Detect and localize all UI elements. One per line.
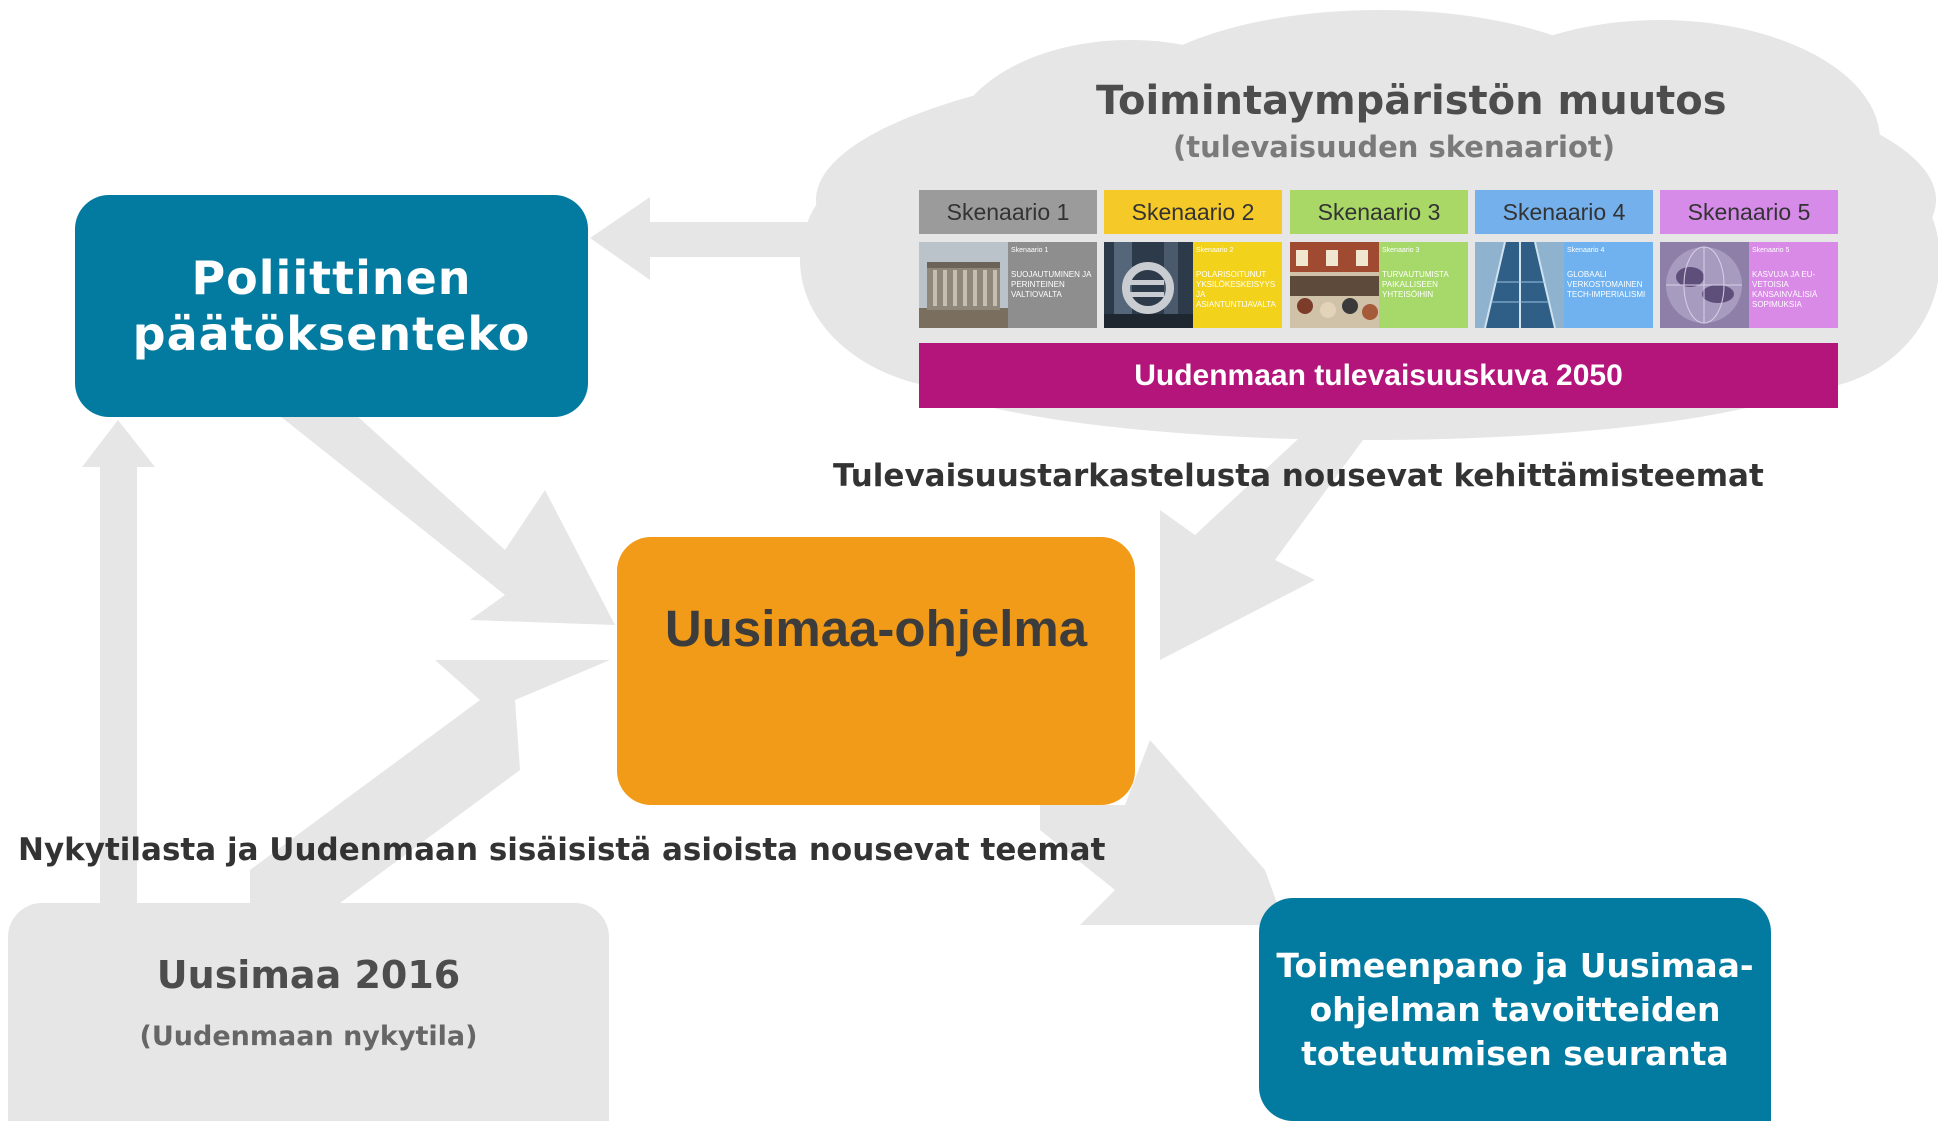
scenario-1-caption: Skenaario 1 Suojautuminen ja perinteinen… bbox=[1008, 242, 1097, 328]
scenario-5: Skenaario 5 Skenaario 5 Kasvuja ja EU-ve… bbox=[1660, 190, 1838, 328]
scenario-4: Skenaario 4 Skenaario 4 Globaali verkost… bbox=[1475, 190, 1653, 328]
scenario-5-label: Skenaario 5 bbox=[1660, 190, 1838, 234]
parliament-building-image bbox=[919, 242, 1008, 328]
scenario-4-caption-text: Globaali verkostomainen tech-imperialism… bbox=[1567, 270, 1646, 299]
scenario-3-caption-text: Turvautumista paikalliseen yhteisöihin bbox=[1382, 270, 1449, 299]
future-themes-label: Tulevaisuustarkastelusta nousevat kehitt… bbox=[833, 458, 1764, 494]
euro-sculpture-image bbox=[1104, 242, 1193, 328]
scenario-2-caption: Skenaario 2 Polarisoitunut yksilökeskeis… bbox=[1193, 242, 1282, 328]
scenario-3-caption: Skenaario 3 Turvautumista paikalliseen y… bbox=[1379, 242, 1468, 328]
cloud-subtitle: (tulevaisuuden skenaariot) bbox=[1173, 130, 1616, 164]
scenario-2-caption-text: Polarisoitunut yksilökeskeisyys ja asian… bbox=[1196, 270, 1276, 309]
scenario-4-label: Skenaario 4 bbox=[1475, 190, 1653, 234]
scenario-1-caption-text: Suojautuminen ja perinteinen valtiovalta bbox=[1011, 270, 1092, 299]
current-state-box: Uusimaa 2016 (Uudenmaan nykytila) bbox=[8, 903, 609, 1121]
policy-title-line1: Poliittinen bbox=[191, 251, 472, 305]
implementation-line1: Toimeenpano ja Uusimaa- bbox=[1276, 945, 1754, 985]
cloud-title: Toimintaympäristön muutos bbox=[1096, 78, 1727, 124]
scenario-3-caption-title: Skenaario 3 bbox=[1382, 247, 1420, 254]
scenario-3-thumbnail: Skenaario 3 Turvautumista paikalliseen y… bbox=[1290, 242, 1468, 328]
scenario-4-thumbnail: Skenaario 4 Globaali verkostomainen tech… bbox=[1475, 242, 1653, 328]
scenario-2-label: Skenaario 2 bbox=[1104, 190, 1282, 234]
scenario-2-caption-title: Skenaario 2 bbox=[1196, 247, 1234, 254]
arrow-current-to-policy bbox=[82, 420, 155, 903]
scenario-4-caption-title: Skenaario 4 bbox=[1567, 247, 1605, 254]
scenario-5-thumbnail: Skenaario 5 Kasvuja ja EU-vetoisia kansa… bbox=[1660, 242, 1838, 328]
scenario-2: Skenaario 2 Skenaario 2 Polarisoitunut y… bbox=[1104, 190, 1282, 328]
scenario-1: Skenaario 1 Skenaario 1 Suojautuminen ja… bbox=[919, 190, 1097, 328]
glass-skyscraper-image bbox=[1475, 242, 1564, 328]
scenario-5-caption-text: Kasvuja ja EU-vetoisia kansainvälisiä so… bbox=[1752, 270, 1818, 309]
present-themes-label: Nykytilasta ja Uudenmaan sisäisistä asio… bbox=[18, 832, 1106, 868]
scenario-2-thumbnail: Skenaario 2 Polarisoitunut yksilökeskeis… bbox=[1104, 242, 1282, 328]
policy-title-line2: päätöksenteko bbox=[132, 307, 531, 361]
scenario-4-caption: Skenaario 4 Globaali verkostomainen tech… bbox=[1564, 242, 1653, 328]
implementation-line3: toteutumisen seuranta bbox=[1301, 1033, 1729, 1073]
scenario-1-thumbnail: Skenaario 1 Suojautuminen ja perinteinen… bbox=[919, 242, 1097, 328]
scenario-1-caption-title: Skenaario 1 bbox=[1011, 247, 1049, 254]
arrow-cloud-to-program bbox=[1160, 400, 1385, 660]
program-title: Uusimaa-ohjelma bbox=[664, 600, 1088, 657]
arrow-program-to-implementation bbox=[1040, 740, 1285, 925]
scenario-3-label: Skenaario 3 bbox=[1290, 190, 1468, 234]
policy-box: Poliittinen päätöksenteko bbox=[75, 195, 588, 417]
implementation-box: Toimeenpano ja Uusimaa- ohjelman tavoitt… bbox=[1259, 898, 1771, 1121]
current-state-subtitle: (Uudenmaan nykytila) bbox=[139, 1020, 478, 1052]
market-square-image bbox=[1290, 242, 1379, 328]
arrow-cloud-to-policy bbox=[590, 197, 835, 280]
vision-2050-bar: Uudenmaan tulevaisuuskuva 2050 bbox=[919, 343, 1838, 408]
current-state-title: Uusimaa 2016 bbox=[156, 952, 461, 997]
scenario-5-caption-title: Skenaario 5 bbox=[1752, 247, 1790, 254]
scenario-1-label: Skenaario 1 bbox=[919, 190, 1097, 234]
scenario-5-caption: Skenaario 5 Kasvuja ja EU-vetoisia kansa… bbox=[1749, 242, 1838, 328]
implementation-line2: ohjelman tavoitteiden bbox=[1309, 989, 1721, 1029]
arrow-policy-to-program bbox=[265, 405, 615, 625]
program-box: Uusimaa-ohjelma bbox=[617, 537, 1135, 805]
arrow-current-to-program bbox=[250, 660, 610, 903]
world-map-image bbox=[1660, 242, 1749, 328]
scenario-3: Skenaario 3 Skenaario 3 Turvautumista pa… bbox=[1290, 190, 1468, 328]
